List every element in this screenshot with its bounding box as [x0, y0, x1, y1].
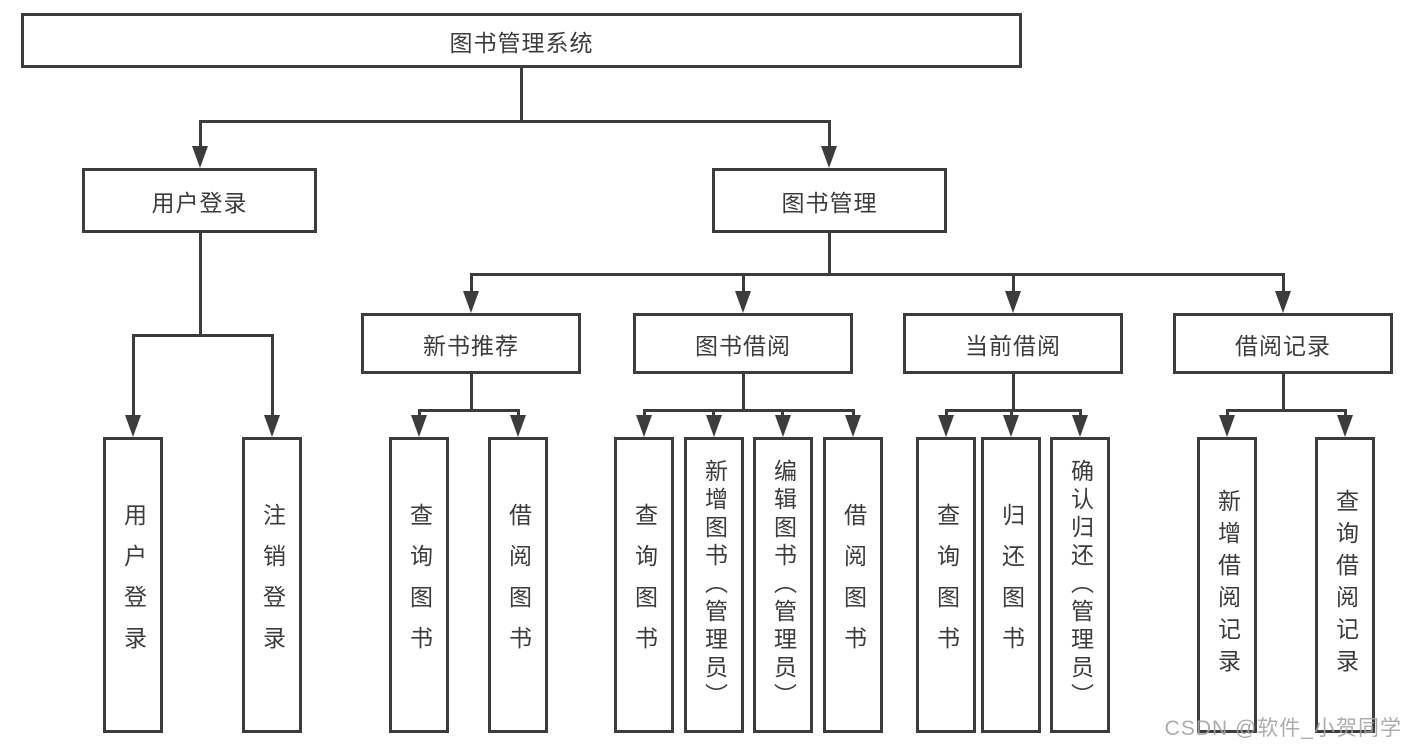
connector — [418, 409, 520, 412]
connector — [1079, 409, 1082, 419]
connector — [1282, 273, 1285, 295]
connector — [1012, 273, 1015, 295]
node-label: 当前借阅 — [965, 332, 1061, 359]
arrowhead-icon — [938, 415, 954, 437]
leaf-label: 用户登录 — [120, 503, 147, 667]
arrowhead-icon — [192, 146, 208, 168]
leaf-label: 新增借阅记录 — [1214, 489, 1241, 681]
connector — [199, 120, 831, 123]
leaf-label: 归还图书 — [998, 503, 1025, 667]
node-new-book-recommend: 新书推荐 — [361, 313, 581, 374]
arrowhead-icon — [125, 415, 141, 437]
node-label: 图书借阅 — [695, 332, 791, 359]
arrowhead-icon — [1337, 415, 1353, 437]
leaf-label: 查询图书 — [406, 503, 433, 667]
node-label: 用户登录 — [151, 189, 248, 216]
arrowhead-icon — [706, 415, 722, 437]
connector — [517, 409, 520, 419]
connector — [643, 409, 646, 419]
node-label: 新书推荐 — [423, 332, 519, 359]
connector — [470, 273, 1285, 276]
leaf-return-book: 归还图书 — [981, 437, 1041, 733]
connector — [828, 120, 831, 150]
node-borrow-records: 借阅记录 — [1173, 313, 1393, 374]
arrowhead-icon — [1219, 415, 1235, 437]
leaf-confirm-return-admin: 确认归还（管理员） — [1050, 437, 1110, 733]
leaf-query-books-borrow: 查询图书 — [614, 437, 674, 733]
connector — [742, 273, 745, 295]
connector — [643, 409, 855, 412]
leaf-logout: 注销登录 — [242, 437, 302, 733]
csdn-watermark: CSDN @软件_小贺同学 — [1164, 717, 1402, 740]
leaf-query-borrow-record: 查询借阅记录 — [1315, 437, 1375, 733]
arrowhead-icon — [411, 415, 427, 437]
connector — [132, 334, 274, 337]
arrowhead-icon — [1275, 291, 1291, 313]
connector — [199, 233, 202, 334]
connector — [712, 409, 715, 419]
node-user-login: 用户登录 — [82, 168, 317, 233]
leaf-label: 查询借阅记录 — [1332, 489, 1359, 681]
arrowhead-icon — [510, 415, 526, 437]
arrowhead-icon — [264, 415, 280, 437]
connector — [1012, 374, 1015, 409]
node-label: 图书管理系统 — [449, 29, 594, 56]
node-book-management: 图书管理 — [712, 168, 947, 233]
connector — [1344, 409, 1347, 419]
node-current-borrow: 当前借阅 — [903, 313, 1123, 374]
leaf-borrow-books-recommend: 借阅图书 — [488, 437, 548, 733]
leaf-label: 查询图书 — [631, 503, 658, 667]
connector — [1226, 409, 1347, 412]
arrowhead-icon — [821, 146, 837, 168]
arrowhead-icon — [735, 291, 751, 313]
leaf-label: 编辑图书（管理员） — [770, 459, 797, 711]
leaf-add-book-admin: 新增图书（管理员） — [684, 437, 744, 733]
connector — [520, 68, 523, 120]
leaf-label: 借阅图书 — [505, 503, 532, 667]
connector — [781, 409, 784, 419]
arrowhead-icon — [775, 415, 791, 437]
connector — [470, 374, 473, 409]
leaf-label: 新增图书（管理员） — [701, 459, 728, 711]
arrowhead-icon — [1072, 415, 1088, 437]
connector — [418, 409, 421, 419]
leaf-borrow-books: 借阅图书 — [823, 437, 883, 733]
node-book-borrow: 图书借阅 — [633, 313, 853, 374]
connector — [1010, 409, 1013, 419]
node-library-system: 图书管理系统 — [21, 13, 1022, 68]
leaf-query-books-recommend: 查询图书 — [389, 437, 449, 733]
connector — [1282, 374, 1285, 409]
node-label: 借阅记录 — [1235, 332, 1331, 359]
node-label: 图书管理 — [781, 189, 878, 216]
connector — [945, 409, 1082, 412]
connector — [945, 409, 948, 419]
connector — [1226, 409, 1229, 419]
connector — [828, 233, 831, 273]
leaf-label: 借阅图书 — [840, 503, 867, 667]
leaf-edit-book-admin: 编辑图书（管理员） — [753, 437, 813, 733]
leaf-label: 注销登录 — [259, 503, 286, 667]
leaf-add-borrow-record: 新增借阅记录 — [1197, 437, 1257, 733]
leaf-user-login: 用户登录 — [103, 437, 163, 733]
arrowhead-icon — [463, 291, 479, 313]
leaf-label: 确认归还（管理员） — [1067, 459, 1094, 711]
connector — [852, 409, 855, 419]
connector — [742, 374, 745, 409]
arrowhead-icon — [1003, 415, 1019, 437]
connector — [132, 334, 135, 417]
connector — [271, 334, 274, 417]
connector — [199, 120, 202, 150]
arrowhead-icon — [845, 415, 861, 437]
arrowhead-icon — [1005, 291, 1021, 313]
connector — [470, 273, 473, 295]
leaf-label: 查询图书 — [933, 503, 960, 667]
leaf-query-books-current: 查询图书 — [916, 437, 976, 733]
arrowhead-icon — [636, 415, 652, 437]
